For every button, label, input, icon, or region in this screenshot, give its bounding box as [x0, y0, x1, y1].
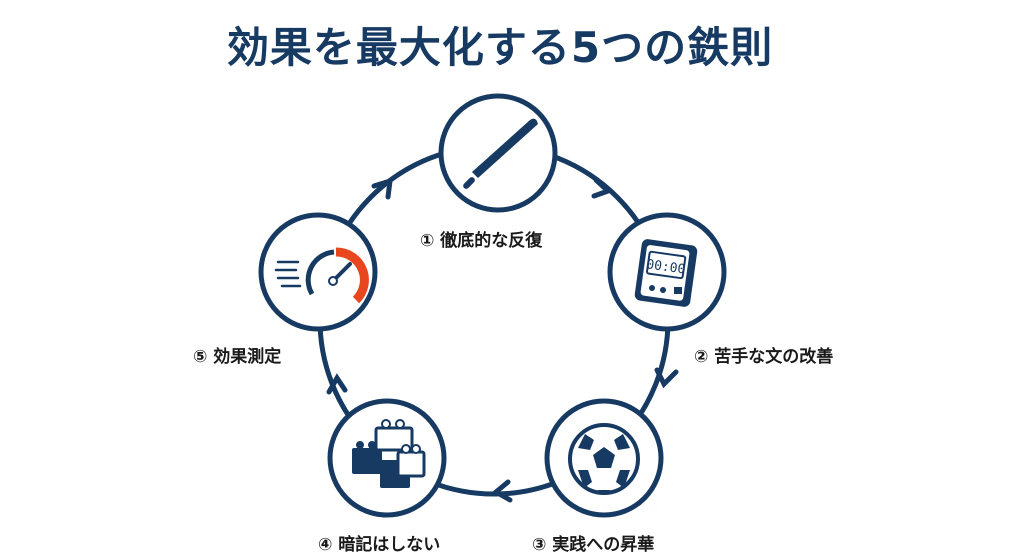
- step-5-label: ⑤ 効果測定: [193, 347, 282, 367]
- arrow-icon: [491, 479, 513, 503]
- baseball-bat-icon: [463, 118, 538, 189]
- step-4-label: ④ 暗記はしない: [318, 535, 441, 555]
- step-2-label: ② 苦手な文の改善: [694, 347, 834, 367]
- step-5-node: [258, 212, 378, 332]
- timer-icon: 00:00: [634, 239, 698, 307]
- step-1-label: ① 徹底的な反復: [420, 231, 543, 251]
- arrow-icon: [654, 367, 679, 389]
- arrow-icon: [591, 177, 613, 199]
- step-4-node: [327, 398, 447, 518]
- timer-display: 00:00: [645, 257, 686, 277]
- building-blocks-icon: [352, 419, 426, 488]
- speedometer-icon: [274, 247, 369, 304]
- soccer-ball-icon: [568, 423, 640, 495]
- arrow-icon: [371, 177, 393, 200]
- page-title: 効果を最大化する5つの鉄則: [226, 23, 774, 72]
- step-3-label: ③ 実践への昇華: [532, 535, 655, 555]
- arrow-icon: [326, 373, 348, 395]
